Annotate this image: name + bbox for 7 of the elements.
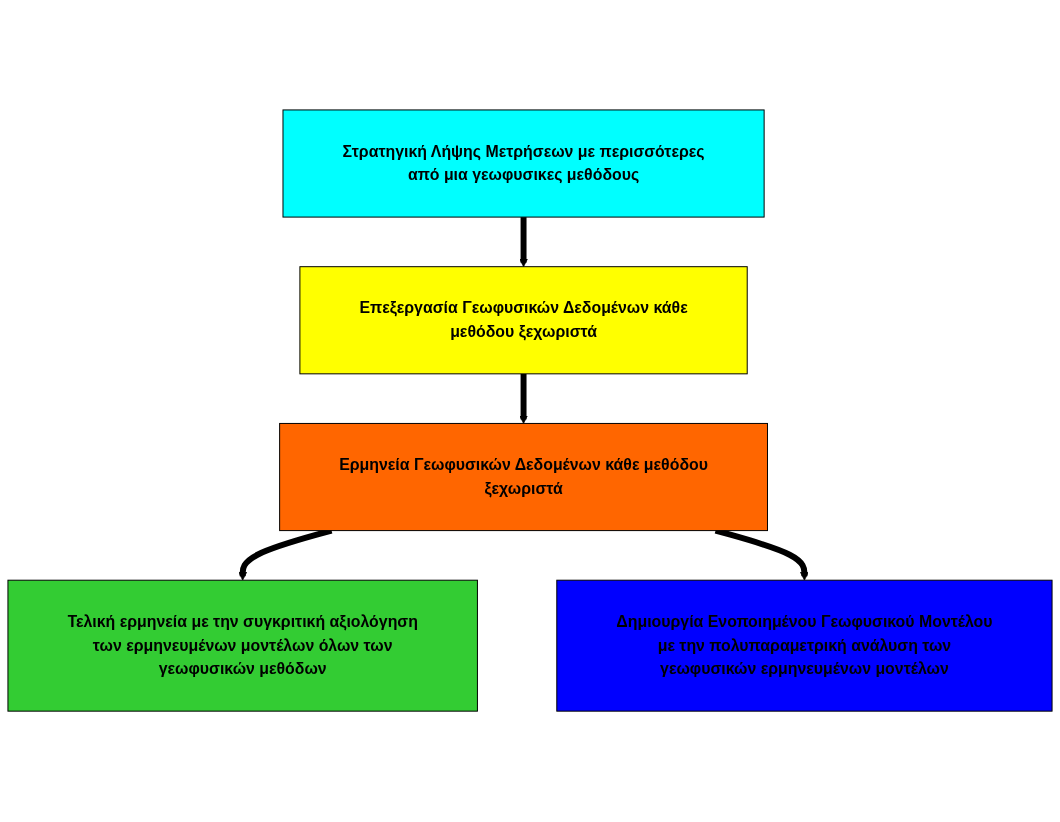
node-box: Στρατηγική Λήψης Μετρήσεων με περισσότερες από μια γεωφυσικες μεθόδους	[282, 109, 765, 219]
node-box: Επεξεργασία Γεωφυσικών Δεδομένων κάθε μεθόδου ξεχωριστά	[299, 266, 748, 375]
arrow	[519, 217, 528, 268]
node-box: Τελική ερμηνεία με την συγκριτική αξιολόγηση των ερμηνευμένων μοντέλων όλων των γεωφυσικών μεθόδων	[7, 580, 478, 713]
node-box: Δημιουργία Ενοποιημένου Γεωφυσικού Μοντέλου με την πολυπαραμετρική ανάλυση των γεωφυσικών ερμηνευμένων μοντέλων	[556, 580, 1053, 713]
arrow	[519, 374, 528, 425]
node-box: Ερμηνεία Γεωφυσικών Δεδομένων κάθε μεθόδου ξεχωριστά	[279, 423, 768, 532]
